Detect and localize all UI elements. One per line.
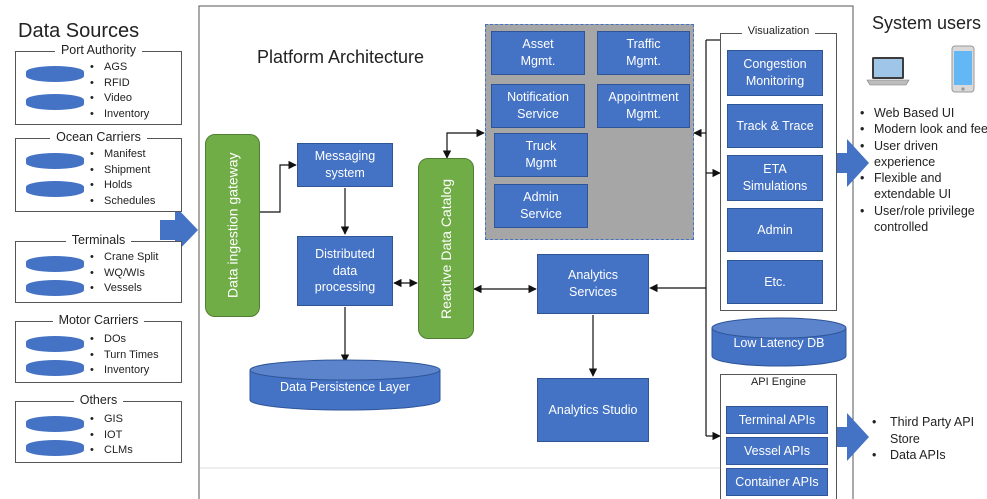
- api-consumer-bullets: Third Party API Store Data APIs: [868, 414, 987, 464]
- admin-service: Admin Service: [494, 184, 588, 228]
- ingestion-gateway-label: Data ingestion gateway: [224, 152, 241, 299]
- list-item: CLMs: [86, 443, 133, 459]
- list-item: WQ/WIs: [86, 266, 158, 282]
- api-arrow: [832, 413, 869, 461]
- group-title: Ocean Carriers: [50, 130, 147, 144]
- vessel-apis: Vessel APIs: [726, 437, 828, 465]
- analytics-studio: Analytics Studio: [537, 378, 649, 442]
- notification-service: Notification Service: [491, 84, 585, 128]
- truck-mgmt: Truck Mgmt: [494, 133, 588, 177]
- container-apis: Container APIs: [726, 468, 828, 496]
- list-item: Third Party API Store: [868, 414, 987, 447]
- viz-admin: Admin: [727, 208, 823, 252]
- data-sources-title: Data Sources: [18, 20, 140, 42]
- list-item: Manifest: [86, 147, 155, 163]
- list-item: Inventory: [86, 363, 159, 379]
- reactive-data-catalog: Reactive Data Catalog: [418, 158, 474, 339]
- api-engine-title: API Engine: [744, 376, 813, 388]
- list-item: Inventory: [86, 107, 149, 123]
- list-item: Turn Times: [86, 348, 159, 364]
- asset-mgmt: Asset Mgmt.: [491, 31, 585, 75]
- source-list: Manifest Shipment Holds Schedules: [86, 147, 155, 209]
- list-item: User driven experience: [856, 138, 987, 171]
- list-item: Vessels: [86, 281, 158, 297]
- list-item: GIS: [86, 412, 133, 428]
- viz-track-trace: Track & Trace: [727, 104, 823, 148]
- list-item: Crane Split: [86, 250, 158, 266]
- source-list: GIS IOT CLMs: [86, 412, 133, 459]
- distributed-processing: Distributed data processing: [297, 236, 393, 306]
- source-list: Crane Split WQ/WIs Vessels: [86, 250, 158, 297]
- list-item: Web Based UI: [856, 105, 987, 122]
- list-item: Shipment: [86, 163, 155, 179]
- viz-eta-simulations: ETA Simulations: [727, 155, 823, 201]
- source-list: AGS RFID Video Inventory: [86, 60, 149, 122]
- list-item: Modern look and feel: [856, 121, 987, 137]
- sources-arrow: [160, 206, 198, 254]
- persistence-label: Data Persistence Layer: [280, 380, 410, 394]
- low-latency-db-label: Low Latency DB: [733, 336, 825, 350]
- laptop-icon: [866, 57, 910, 86]
- list-item: AGS: [86, 60, 149, 76]
- list-item: DOs: [86, 332, 159, 348]
- platform-frame: [198, 5, 854, 499]
- source-group-terminals: Terminals Crane Split WQ/WIs Vessels: [15, 233, 182, 303]
- platform-title: Platform Architecture: [257, 47, 425, 67]
- system-users-bullets: Web Based UI Modern look and feel User d…: [856, 105, 987, 235]
- system-users-title: System users: [872, 13, 982, 33]
- list-item: Video: [86, 91, 149, 107]
- database-icon: [26, 280, 84, 296]
- database-icon: [26, 94, 84, 110]
- source-group-motor-carriers: Motor Carriers DOs Turn Times Inventory: [15, 313, 182, 383]
- database-icon: [26, 336, 84, 352]
- group-title: Motor Carriers: [52, 313, 145, 327]
- database-icon: [26, 153, 84, 169]
- source-group-port-authority: Port Authority AGS RFID Video Inventory: [15, 43, 182, 125]
- database-icon: [26, 360, 84, 376]
- viz-congestion-monitoring: Congestion Monitoring: [727, 50, 823, 96]
- analytics-services: Analytics Services: [537, 254, 649, 314]
- smartphone-icon: [951, 45, 975, 93]
- list-item: User/role privilege controlled: [856, 203, 987, 236]
- ingestion-gateway: Data ingestion gateway: [205, 134, 260, 317]
- appointment-mgmt: Appointment Mgmt.: [597, 84, 690, 128]
- database-icon: [26, 66, 84, 82]
- list-item: IOT: [86, 428, 133, 444]
- source-group-others: Others GIS IOT CLMs: [15, 393, 182, 463]
- messaging-system: Messaging system: [297, 143, 393, 187]
- source-list: DOs Turn Times Inventory: [86, 332, 159, 379]
- list-item: Flexible and extendable UI: [856, 170, 987, 203]
- list-item: Holds: [86, 178, 155, 194]
- database-icon: [26, 181, 84, 197]
- visualization-title: Visualization: [741, 25, 816, 37]
- list-item: Schedules: [86, 194, 155, 210]
- catalog-label: Reactive Data Catalog: [437, 178, 454, 319]
- terminal-apis: Terminal APIs: [726, 406, 828, 434]
- viz-etc: Etc.: [727, 260, 823, 304]
- users-arrow: [832, 139, 869, 187]
- list-item: Data APIs: [868, 447, 987, 464]
- group-title: Others: [73, 393, 124, 407]
- list-item: RFID: [86, 76, 149, 92]
- database-icon: [26, 440, 84, 456]
- database-icon: [26, 416, 84, 432]
- group-title: Port Authority: [54, 43, 143, 57]
- traffic-mgmt: Traffic Mgmt.: [597, 31, 690, 75]
- database-icon: [26, 256, 84, 272]
- group-title: Terminals: [65, 233, 132, 247]
- source-group-ocean-carriers: Ocean Carriers Manifest Shipment Holds S…: [15, 130, 182, 212]
